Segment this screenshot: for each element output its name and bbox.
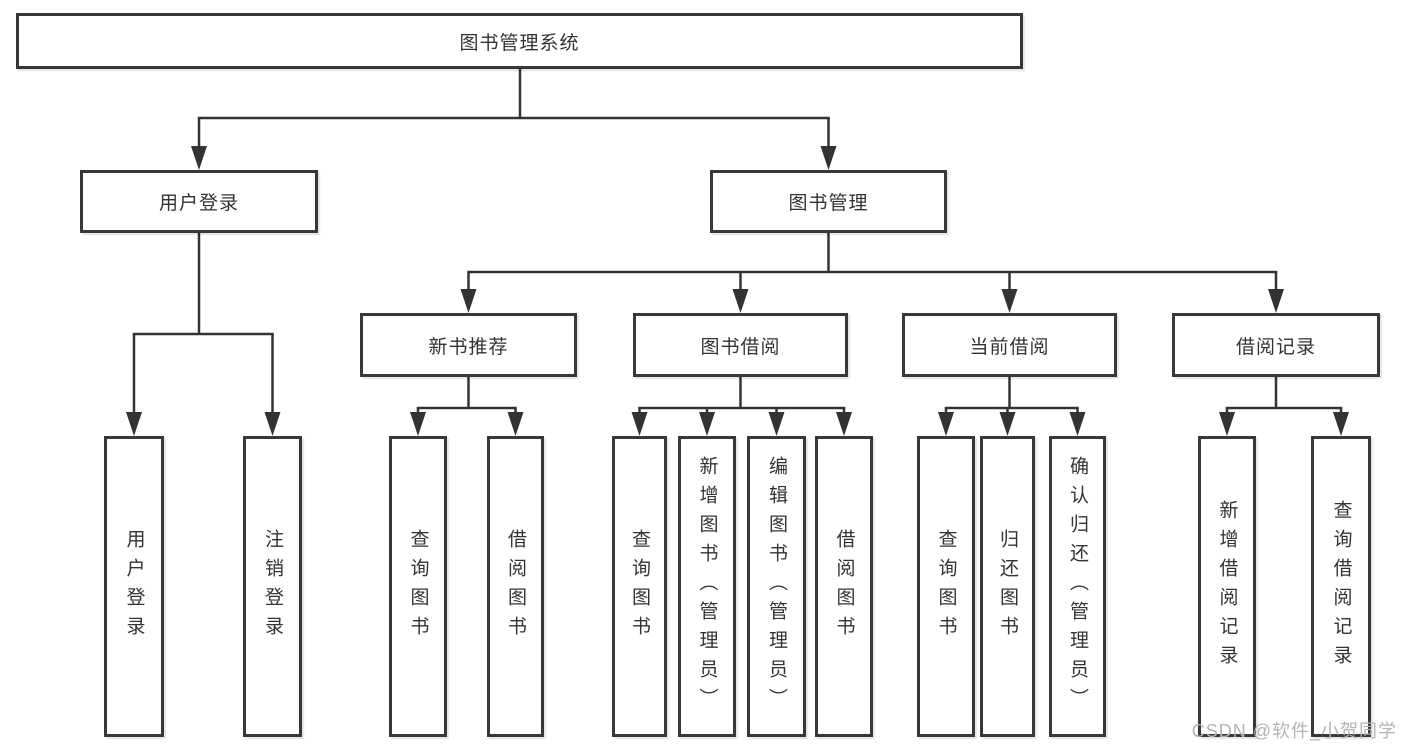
leaf-borrow-books-recommend-label: 借阅图书 xyxy=(505,528,526,645)
node-root-label: 图书管理系统 xyxy=(459,32,580,54)
leaf-query-books-borrowing: 查询图书 xyxy=(612,436,667,737)
leaf-add-book-admin-label: 新增图书（管理员） xyxy=(696,456,718,717)
leaf-add-book-admin: 新增图书（管理员） xyxy=(678,436,736,737)
leaf-logout-label: 注销登录 xyxy=(262,528,283,645)
node-root: 图书管理系统 xyxy=(16,13,1023,69)
leaf-query-borrow-record-label: 查询借阅记录 xyxy=(1330,499,1352,674)
node-book-borrowing: 图书借阅 xyxy=(633,313,848,377)
leaf-query-books-recommend: 查询图书 xyxy=(389,436,447,737)
leaf-query-books-current: 查询图书 xyxy=(917,436,975,737)
leaf-query-books-recommend-label: 查询图书 xyxy=(407,528,429,645)
node-user-login: 用户登录 xyxy=(80,170,318,233)
leaf-query-books-current-label: 查询图书 xyxy=(935,528,957,645)
watermark: CSDN @软件_小贺同学 xyxy=(1191,721,1397,741)
leaf-borrow-books-label: 借阅图书 xyxy=(833,528,855,645)
node-user-login-label: 用户登录 xyxy=(158,193,239,214)
leaf-confirm-return-admin-label: 确认归还（管理员） xyxy=(1067,456,1088,717)
node-book-borrowing-label: 图书借阅 xyxy=(700,336,781,358)
leaf-add-borrow-record-label: 新增借阅记录 xyxy=(1216,499,1238,674)
leaf-borrow-books: 借阅图书 xyxy=(815,436,873,737)
leaf-query-borrow-record: 查询借阅记录 xyxy=(1311,436,1371,737)
leaf-add-borrow-record: 新增借阅记录 xyxy=(1198,436,1256,737)
node-book-management-label: 图书管理 xyxy=(788,193,869,214)
leaf-edit-book-admin-label: 编辑图书（管理员） xyxy=(766,456,787,717)
leaf-confirm-return-admin: 确认归还（管理员） xyxy=(1049,436,1106,737)
node-borrowing-records: 借阅记录 xyxy=(1172,313,1380,377)
leaf-borrow-books-recommend: 借阅图书 xyxy=(487,436,544,737)
node-new-book-recommendation-label: 新书推荐 xyxy=(428,336,509,358)
leaf-user-login: 用户登录 xyxy=(104,436,164,737)
node-current-borrowing-label: 当前借阅 xyxy=(969,336,1050,358)
leaf-user-login-label: 用户登录 xyxy=(123,528,145,645)
leaf-return-book-label: 归还图书 xyxy=(997,528,1018,645)
leaf-query-books-borrowing-label: 查询图书 xyxy=(629,528,650,645)
leaf-edit-book-admin: 编辑图书（管理员） xyxy=(747,436,806,737)
node-borrowing-records-label: 借阅记录 xyxy=(1235,336,1316,358)
node-new-book-recommendation: 新书推荐 xyxy=(360,313,577,377)
leaf-return-book: 归还图书 xyxy=(980,436,1035,737)
leaf-logout: 注销登录 xyxy=(243,436,302,737)
node-book-management: 图书管理 xyxy=(710,170,947,233)
node-current-borrowing: 当前借阅 xyxy=(902,313,1117,377)
